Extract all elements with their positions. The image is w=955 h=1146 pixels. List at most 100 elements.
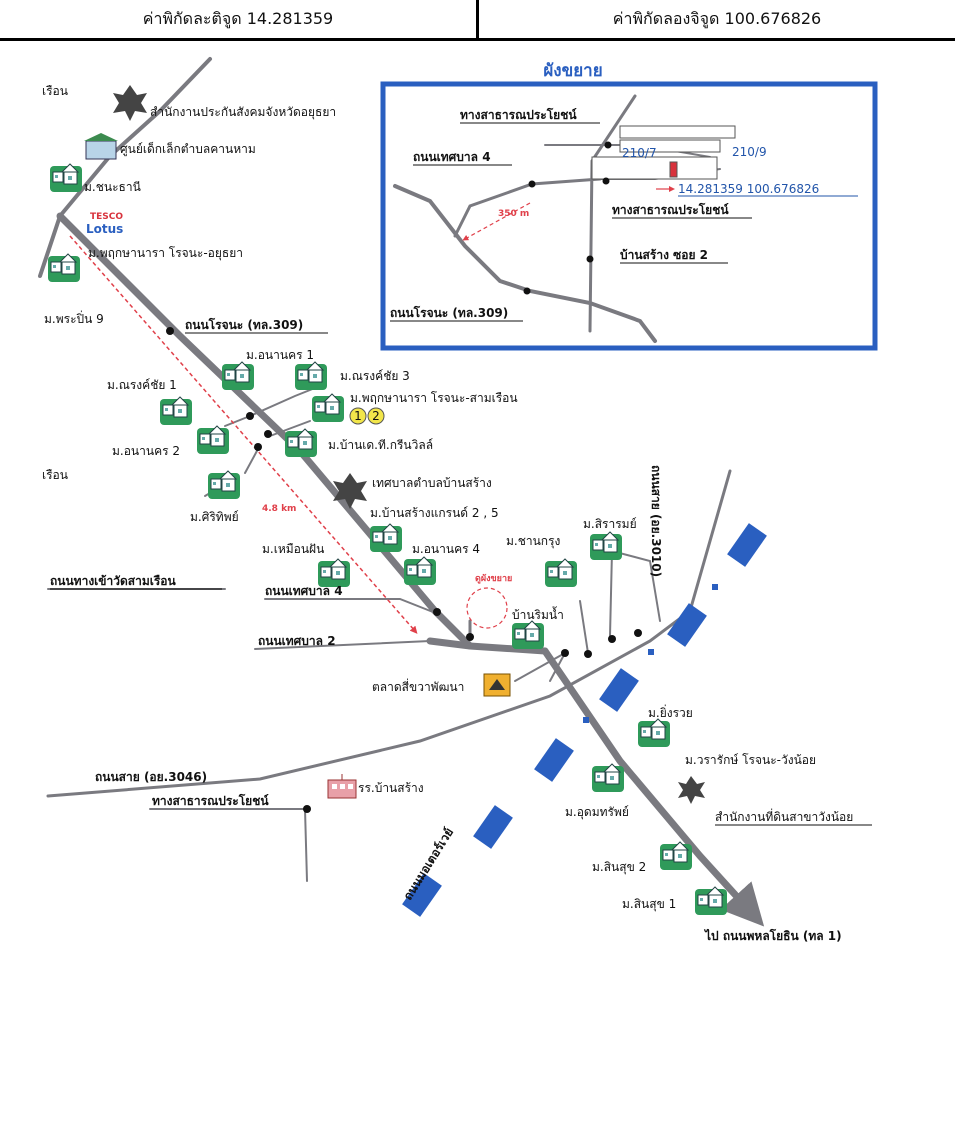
road-soi-1 <box>249 385 321 417</box>
label-thesaban-bansang: เทศบาลตำบลบ้านสร้าง <box>372 476 492 490</box>
emblem-icon <box>333 473 367 509</box>
label-pruksa-rojana: ม.พฤกษานารา โรจนะ-อยุธยา <box>88 246 243 261</box>
house-icon <box>294 361 328 391</box>
inset-plot-2109: 210/9 <box>732 145 767 159</box>
label-ananakorn4: ม.อนานคร 4 <box>412 542 480 556</box>
house-icon <box>159 396 193 426</box>
badge-1 <box>349 407 367 425</box>
road-soi-5 <box>224 415 251 427</box>
label-bansang-grand: ม.บ้านสร้างแกรนด์ 2 , 5 <box>370 506 499 520</box>
label-distance-main: 4.8 km <box>262 504 296 514</box>
motorway <box>402 523 767 917</box>
road-west-branch <box>38 214 62 278</box>
emblem-icon <box>113 85 147 121</box>
label-market: ตลาดสี่ขวาพัฒนา <box>372 678 464 694</box>
house-icon <box>544 558 578 588</box>
label-ruean-mid: เรือน <box>42 468 68 482</box>
road-soi-7 <box>549 652 566 682</box>
inset-thesaban4: ถนนเทศบาล 4 <box>413 150 491 164</box>
label-phra-pin: ม.พระปิ่น 9 <box>44 310 104 326</box>
house-icon <box>369 523 403 553</box>
house-icon <box>49 163 83 193</box>
label-sinsuk2: ม.สินสุข 2 <box>592 860 646 875</box>
label-narongchai1: ม.ณรงค์ชัย 1 <box>107 378 177 392</box>
label-to-phahonyothin: ไป ถนนพหลโยธิน (ทล 1) <box>703 928 842 943</box>
location-map: 1 2 ผังขยาย ทางสาธารณประโยชน์ <box>0 41 955 1142</box>
label-ying-ruai: ม.ยิ่งรวย <box>648 704 693 720</box>
road-thesaban2 <box>254 640 431 650</box>
label-ananakorn1: ม.อนานคร 1 <box>246 348 314 362</box>
label-ananakorn2: ม.อนานคร 2 <box>112 444 180 458</box>
inset-title: ผังขยาย <box>543 61 602 81</box>
longitude-label: ค่าพิกัดลองจิจูด 100.676826 <box>612 8 822 28</box>
road-3010 <box>609 549 661 637</box>
label-tesco: TESCO <box>90 212 123 222</box>
house-icon <box>694 886 728 916</box>
road-soi-6 <box>579 600 589 654</box>
house-icon <box>403 556 437 586</box>
inset-coords: 14.281359 100.676826 <box>678 182 819 196</box>
label-thesaban2: ถนนเทศบาล 2 <box>258 634 336 648</box>
inset-plot-2107: 210/7 <box>622 146 657 160</box>
inset-public-road-right: ทางสาธารณประโยชน์ <box>612 202 729 217</box>
house-icon <box>284 428 318 458</box>
inset-public-road-top: ทางสาธารณประโยชน์ <box>460 107 577 122</box>
label-wat-samruean: ถนนทางเข้าวัดสามเรือน <box>50 574 176 588</box>
label-public-road: ทางสาธารณประโยชน์ <box>152 793 269 808</box>
house-icon <box>221 361 255 391</box>
inset-distance: 350 m <box>498 209 529 219</box>
road-north <box>58 57 212 218</box>
label-udomsap: ม.อุดมทรัพย์ <box>565 805 629 820</box>
label-ruean-top: เรือน <box>42 84 68 98</box>
map-canvas: 1 2 ผังขยาย ทางสาธารณประโยชน์ <box>38 57 878 943</box>
road-junction <box>426 637 549 655</box>
label-sirarom: ม.สิรารมย์ <box>583 517 637 531</box>
inset-rojana: ถนนโรจนะ (ทล.309) <box>390 305 508 320</box>
label-rojana-road: ถนนโรจนะ (ทล.309) <box>185 317 303 332</box>
road-to-phahonyothin <box>541 647 765 927</box>
label-road-3046: ถนนสาย (อย.3046) <box>95 770 207 784</box>
road-soi-3 <box>244 448 259 474</box>
badge-2-label: 2 <box>372 409 380 423</box>
label-narongchai3: ม.ณรงค์ชัย 3 <box>340 369 410 383</box>
label-sinsuk1: ม.สินสุข 1 <box>622 897 676 912</box>
latitude-label: ค่าพิกัดละติจูด 14.281359 <box>0 0 479 38</box>
house-icon <box>47 253 81 283</box>
road-public <box>149 808 308 882</box>
house-icon <box>637 718 671 748</box>
building-icon <box>84 133 118 160</box>
inset-map: ผังขยาย ทางสาธารณประโยชน์ ถนนเทศบาล 4 <box>380 61 878 351</box>
house-icon <box>311 393 345 423</box>
school-icon <box>327 774 357 799</box>
junction-dots <box>166 327 642 813</box>
coordinates-header: ค่าพิกัดละติจูด 14.281359 ค่าพิกัดลองจิจ… <box>0 0 955 41</box>
inset-soi: บ้านสร้าง ซอย 2 <box>620 248 708 262</box>
house-icon <box>659 841 693 871</box>
house-icon <box>317 558 351 588</box>
label-land-office: สำนักงานที่ดินสาขาวังน้อย <box>715 808 853 824</box>
badge-2 <box>367 407 385 425</box>
house-icon <box>511 620 545 650</box>
badge-1-label: 1 <box>354 409 362 423</box>
emblem-icon <box>678 776 705 804</box>
label-ban-rim-nam: บ้านริมน้ำ <box>512 606 564 622</box>
house-icon <box>591 763 625 793</box>
label-pruksa-samruean: ม.พฤกษานารา โรจนะ-สามเรือน <box>350 391 518 405</box>
label-chan-krung: ม.ชานกรุง <box>506 534 560 549</box>
label-chana-thani: ม.ชนะธานี <box>84 180 141 194</box>
market-icon <box>483 673 511 697</box>
label-see-inset: ดูผังขยาย <box>475 573 512 584</box>
house-icon <box>589 531 623 561</box>
route-line <box>69 235 418 634</box>
inset-plots <box>591 125 736 180</box>
label-ban-dt: ม.บ้านเด.ที.กรีนวิลล์ <box>328 438 433 452</box>
label-warrarak: ม.วรารักษ์ โรจนะ-วังน้อย <box>685 753 816 767</box>
label-lotus: Lotus <box>86 222 123 236</box>
road-thesaban4-main <box>264 598 439 615</box>
house-icon <box>196 425 230 455</box>
road-soi-2 <box>269 420 311 437</box>
house-icon <box>207 470 241 500</box>
label-road-3010: ถนนสาย (อย.3010) <box>649 465 663 577</box>
label-social-security: สำนักงานประกันสังคมจังหวัดอยุธยา <box>150 105 336 120</box>
label-thesaban4-main: ถนนเทศบาล 4 <box>265 584 343 598</box>
